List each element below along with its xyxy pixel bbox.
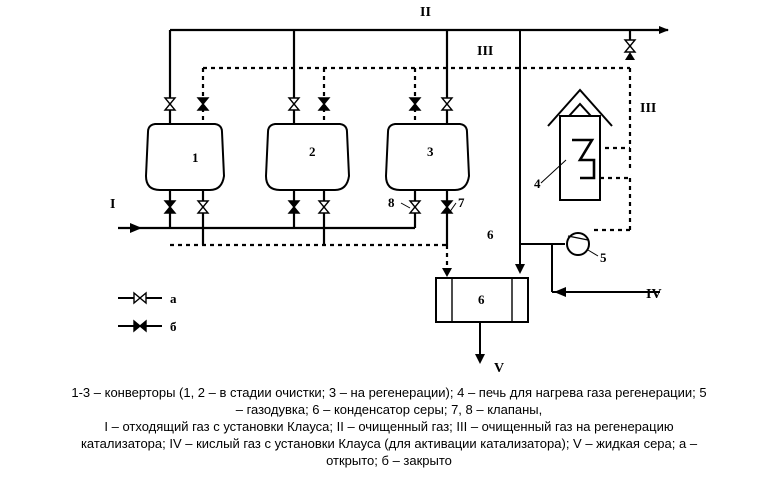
legend: а б [118, 291, 177, 334]
valve-closed-bottom-1 [163, 200, 177, 214]
valve-closed-bottom-2 [287, 200, 301, 214]
process-flow-diagram: 1 2 3 8 7 4 [110, 5, 669, 376]
legend-closed-valve-icon [133, 319, 147, 333]
valve-7-leader [448, 202, 457, 214]
arrow-stream-I [130, 223, 142, 233]
caption-line-4: катализатора; IV – кислый газ с установк… [80, 436, 698, 451]
converter-3-label: 3 [427, 144, 434, 159]
legend-open-valve-icon [133, 291, 147, 305]
valve-closed-top-1 [196, 97, 210, 111]
valve-open-III [623, 39, 637, 53]
valve-8 [408, 200, 422, 214]
legend-closed-label: б [170, 319, 177, 334]
valves-open [163, 39, 637, 214]
valve-open-top-1 [163, 97, 177, 111]
blower-5-blade [567, 235, 589, 241]
arrow-to-condenser-6 [442, 268, 452, 277]
valve-open-top-2 [287, 97, 301, 111]
valve-7 [440, 200, 454, 214]
caption-line-1: 1-3 – конверторы (1, 2 – в стадии очистк… [71, 385, 707, 400]
stream-V-label: V [494, 361, 504, 376]
furnace-4 [547, 88, 613, 201]
blower-5-label: 5 [600, 250, 607, 265]
valve-open-bottom-2 [317, 200, 331, 214]
caption-line-2: – газодувка; 6 – конденсатор серы; 7, 8 … [235, 402, 543, 417]
valve-closed-top-2 [317, 97, 331, 111]
valve-open-bottom-1 [196, 200, 210, 214]
arrow-stream-IV [554, 287, 566, 297]
converter-1 [144, 123, 226, 191]
legend-open-label: а [170, 291, 177, 306]
converter-1-label: 1 [192, 150, 199, 165]
stream-III-top-label: III [477, 44, 493, 59]
stream-II-header-line [168, 26, 669, 125]
valve-7-label: 7 [458, 195, 465, 210]
figure-caption: 1-3 – конверторы (1, 2 – в стадии очистк… [6, 384, 772, 469]
caption-line-3: I – отходящий газ с установки Клауса; II… [104, 419, 674, 434]
stream-II-label: II [420, 5, 431, 20]
furnace-4-label: 4 [534, 176, 541, 191]
valve-8-label: 8 [388, 195, 395, 210]
converter-3 [384, 123, 471, 191]
converter-2 [264, 123, 351, 191]
condenser-6-label: 6 [478, 292, 485, 307]
valves-closed [163, 97, 454, 214]
converter-bottom-piping [168, 190, 449, 245]
converter-2-label: 2 [309, 144, 316, 159]
stream-III-right-label: III [640, 101, 656, 116]
arrow-to-condenser-right [515, 264, 525, 274]
stream-III-dashed-line [170, 66, 632, 270]
blower-5-leader [587, 249, 599, 257]
stream-6-label: 6 [487, 227, 494, 242]
arrow-stream-V [475, 354, 485, 364]
caption-line-5: открыто; б – закрыто [326, 453, 452, 468]
stream-IV-label: IV [646, 287, 662, 302]
valve-open-top-3b [440, 97, 454, 111]
valve-8-leader [400, 202, 411, 209]
stream-I-label: I [110, 197, 115, 212]
valve-closed-top-3a [408, 97, 422, 111]
arrow-III-top-right [625, 52, 635, 60]
furnace-4-leader [540, 159, 567, 184]
